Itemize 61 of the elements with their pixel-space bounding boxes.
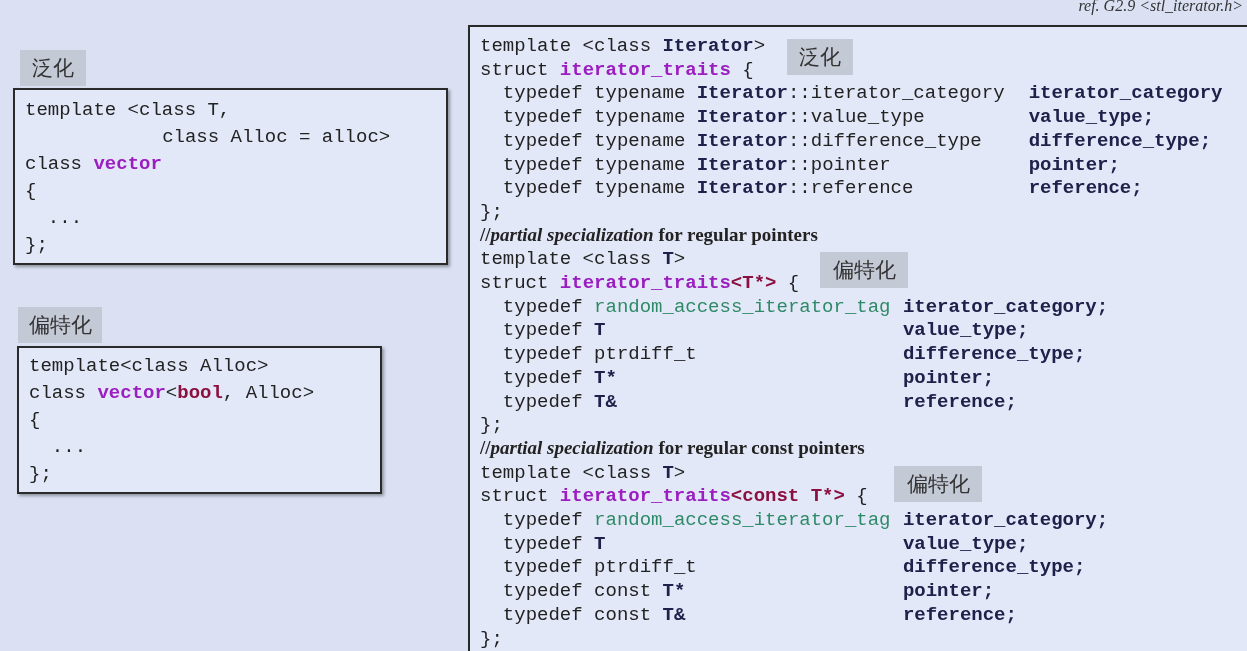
tag-label: 泛化 [787,39,853,75]
code-comment: //partial specialization for regular const pointers [480,436,865,460]
code-box [13,88,448,265]
code-text: pointer; [902,365,995,390]
code-text: }; [480,413,503,438]
code-text: difference_type; [902,555,1086,580]
code-text: template <class T> [480,247,686,272]
code-text: struct iterator_traits<T*> { [480,271,800,295]
code-text: typedef const T& [502,602,686,627]
code-text: typedef random_access_iterator_tag [502,294,891,319]
code-text: template <class T> [480,460,686,485]
code-text: typedef T [502,531,606,556]
code-text: }; [480,626,503,651]
code-text: difference_type; [902,342,1086,367]
code-text: typedef ptrdiff_t [502,342,697,367]
tag-label: 偏特化 [820,252,908,288]
code-text: typedef typename Iterator::iterator_category [502,81,1005,106]
code-text: template<class Alloc> [29,354,269,378]
tag-label: 偏特化 [894,466,982,502]
tag-label: 泛化 [20,50,86,86]
code-text: class vector [25,152,162,176]
code-text: typedef typename Iterator::difference_type [502,128,982,153]
code-text: iterator_category; [902,294,1109,319]
code-text: template <class T, [25,98,231,122]
code-text: { [29,408,41,432]
code-text: { [25,179,37,203]
code-text: }; [29,462,52,486]
code-text: struct iterator_traits<const T*> { [480,484,868,509]
code-text: }; [25,233,48,257]
code-text: reference; [902,389,1017,414]
code-text: typedef ptrdiff_t [502,555,697,580]
tag-label: 偏特化 [18,307,102,343]
code-text: typedef typename Iterator::value_type [502,105,925,130]
code-text: typedef typename Iterator::pointer [502,152,891,177]
code-text: ... [51,435,87,459]
code-text: typedef random_access_iterator_tag [502,508,891,532]
reference-note: ref. G2.9 <stl_iterator.h> [1078,0,1243,15]
code-text: template <class Iterator> [480,34,766,58]
code-text: pointer; [1028,152,1120,177]
code-text: reference; [902,602,1017,627]
code-text: value_type; [902,318,1029,343]
code-text: typedef const T* [502,579,686,604]
code-text: pointer; [902,579,995,604]
code-text: typedef T* [502,365,617,390]
code-comment: //partial specialization for regular pointers [480,223,818,247]
code-text: typedef T [502,318,606,343]
code-text: }; [480,199,503,224]
code-text: class vector<bool, Alloc> [29,381,315,405]
code-text: reference; [1028,176,1143,201]
code-text: struct iterator_traits { [480,57,754,82]
code-text: typedef T& [502,389,617,414]
code-text: difference_type; [1028,128,1212,153]
code-text: typedef typename Iterator::reference [502,176,914,201]
code-text: class Alloc = alloc> [162,125,391,149]
code-box [17,346,382,494]
code-text: iterator_category; [902,508,1109,532]
code-text: ... [47,206,83,230]
code-text: iterator_category [1028,81,1223,106]
code-box [468,25,1247,651]
code-text: value_type; [1028,105,1155,130]
code-text: value_type; [902,531,1029,556]
